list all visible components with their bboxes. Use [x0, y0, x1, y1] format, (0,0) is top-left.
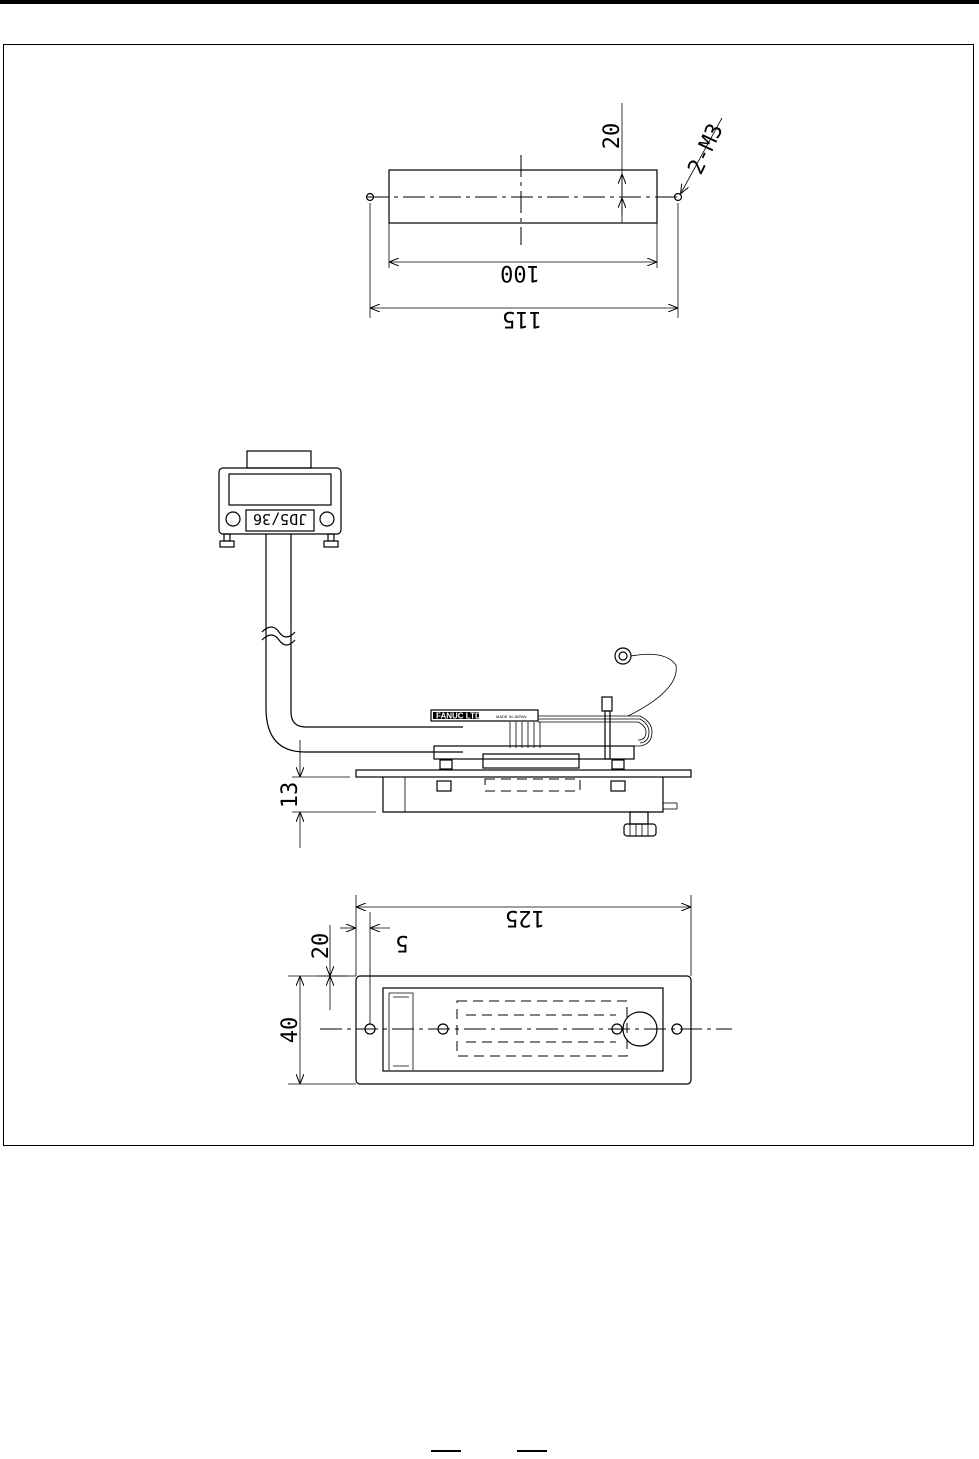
- dim-115: 115: [502, 306, 542, 331]
- footer-mark-left: [431, 1450, 461, 1452]
- cable-outer: [266, 534, 463, 752]
- dim-13: 13: [278, 782, 303, 809]
- connector-label: JD5/36: [253, 510, 307, 528]
- connector-top-shell: [247, 451, 311, 468]
- adapter-outline: [356, 976, 691, 1084]
- lower-housing: [383, 777, 663, 812]
- ground-ring-terminal: [615, 648, 631, 664]
- thumb-knob: [624, 824, 656, 836]
- dim-5: 5: [395, 930, 408, 955]
- connector-screw-right: [320, 512, 334, 526]
- connector-screw-left: [226, 512, 240, 526]
- brand-label: FANUC LTD: [436, 712, 481, 721]
- dim-20-top: 20: [600, 123, 625, 150]
- dim-20-bottom: 20: [309, 933, 334, 960]
- dim-100: 100: [500, 260, 540, 285]
- cable-inner: [291, 534, 463, 727]
- footer-mark-right: [517, 1450, 547, 1452]
- dim-125: 125: [505, 905, 545, 930]
- connector-window: [229, 474, 331, 505]
- ground-wire: [628, 654, 676, 716]
- top-view: 20 2-M3 100 115: [367, 103, 729, 331]
- dim-2m3: 2-M3: [684, 120, 729, 179]
- side-view: JD5/36 FANUC LTD MADE IN JAPAN: [219, 451, 691, 848]
- dim-40: 40: [278, 1017, 303, 1044]
- bottom-view: 125 5 20 40: [278, 895, 732, 1084]
- made-in-label: MADE IN JAPAN: [496, 714, 526, 719]
- mounting-plate: [356, 770, 691, 777]
